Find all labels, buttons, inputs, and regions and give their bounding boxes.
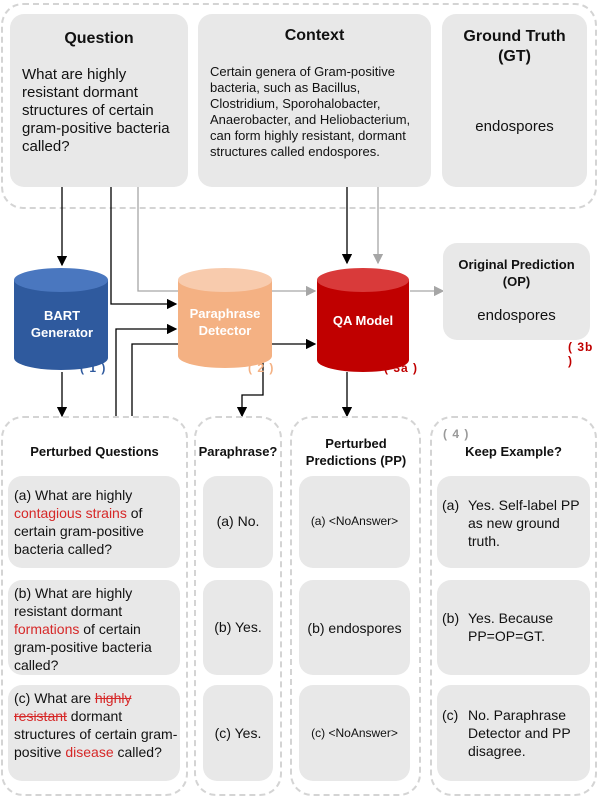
perturbed-predictions-header: Perturbed Predictions (PP) bbox=[305, 436, 407, 468]
keep-a: (a) Yes. Self-label PP as new ground tru… bbox=[437, 476, 590, 568]
keep-c-label: (c) bbox=[442, 707, 459, 723]
question-b-prefix: (b) What are highly resistant dormant bbox=[14, 585, 133, 619]
prediction-b-text: (b) endospores bbox=[307, 620, 402, 636]
perturbed-question-c: (c) What are highly resistant dormant st… bbox=[8, 685, 180, 781]
prediction-a: (a) <NoAnswer> bbox=[299, 476, 410, 568]
question-b-suffix: of certain gram-positive bacteria called… bbox=[14, 621, 152, 673]
keep-b-text: Yes. Because PP=OP=GT. bbox=[468, 610, 554, 644]
question-c-prefix: (c) What are bbox=[14, 690, 95, 706]
ground-truth-box: Ground Truth (GT) endospores bbox=[442, 14, 587, 187]
qa-model-cylinder bbox=[317, 268, 409, 372]
keep-b: (b) Yes. Because PP=OP=GT. bbox=[437, 580, 590, 675]
original-prediction-value: endospores bbox=[477, 307, 556, 324]
prediction-c-text: (c) <NoAnswer> bbox=[311, 726, 398, 740]
op-step-number: ( 3b ) bbox=[568, 340, 594, 368]
prediction-a-text: (a) <NoAnswer> bbox=[310, 514, 399, 528]
keep-c-text: No. Paraphrase Detector and PP disagree. bbox=[468, 707, 571, 759]
question-title: Question bbox=[64, 30, 134, 47]
inputs-group bbox=[1, 3, 597, 209]
paraphrase-b-text: (b) Yes. bbox=[214, 619, 262, 635]
original-prediction-title: Original Prediction (OP) bbox=[458, 257, 575, 289]
perturbed-questions-header: Perturbed Questions bbox=[30, 444, 159, 459]
ground-truth-title: Ground Truth (GT) bbox=[463, 28, 566, 65]
original-prediction-box: Original Prediction (OP) endospores bbox=[443, 243, 590, 340]
prediction-b: (b) endospores bbox=[299, 580, 410, 675]
bart-step-number: ( 1 ) bbox=[80, 361, 107, 375]
paraphrase-detector-label: Paraphrase Detector bbox=[189, 306, 261, 338]
arrow-question-to-paraphrase bbox=[110, 187, 178, 310]
keep-example-group bbox=[430, 416, 597, 796]
keep-c: (c) No. Paraphrase Detector and PP disag… bbox=[437, 685, 590, 781]
question-text: What are highly resistant dormant struct… bbox=[22, 66, 170, 155]
qa-model-label: QA Model bbox=[332, 313, 394, 328]
bart-generator-label: BART Generator bbox=[30, 308, 94, 340]
arrow-perturbed-to-paraphrase bbox=[115, 323, 178, 416]
paraphrase-a-text: (a) No. bbox=[216, 513, 260, 529]
perturbed-question-a: (a) What are highly contagious strains o… bbox=[8, 476, 180, 568]
context-box: Context Certain genera of Gram-positive … bbox=[198, 14, 431, 187]
question-c-struck: highly resistant bbox=[14, 690, 132, 724]
perturbed-question-b: (b) What are highly resistant dormant fo… bbox=[8, 580, 180, 675]
question-a-suffix: of certain gram-positive bacteria called… bbox=[14, 505, 144, 557]
perturbed-predictions-group bbox=[290, 416, 421, 796]
arrow-paraphrase-to-column bbox=[236, 340, 264, 418]
keep-a-label: (a) bbox=[442, 497, 460, 513]
context-title: Context bbox=[284, 27, 345, 44]
paraphrase-b: (b) Yes. bbox=[203, 580, 273, 675]
paraphrase-c: (c) Yes. bbox=[203, 685, 273, 781]
paraphrase-step-number: ( 2 ) bbox=[248, 361, 275, 375]
question-b-highlight: formations bbox=[14, 621, 80, 637]
paraphrase-header: Paraphrase? bbox=[198, 444, 278, 459]
qa-step-number: ( 3a ) bbox=[384, 361, 419, 375]
bart-generator-cylinder bbox=[14, 268, 108, 370]
paraphrase-detector-cylinder bbox=[178, 268, 272, 368]
question-box: Question What are highly resistant dorma… bbox=[10, 14, 188, 187]
keep-b-label: (b) bbox=[442, 610, 460, 626]
question-a-prefix: (a) What are highly bbox=[14, 487, 133, 503]
question-c-highlight: disease bbox=[65, 744, 114, 760]
ground-truth-value: endospores bbox=[475, 118, 554, 135]
keep-example-header: Keep Example? bbox=[465, 444, 562, 459]
keep-a-text: Yes. Self-label PP as new ground truth. bbox=[468, 497, 580, 549]
question-c-middle: dormant structures of certain gram-posit… bbox=[14, 708, 178, 760]
question-c-suffix: called? bbox=[113, 744, 162, 760]
perturbed-questions-group bbox=[1, 416, 188, 796]
context-text: Certain genera of Gram-positive bacteria… bbox=[210, 64, 411, 159]
paraphrase-c-text: (c) Yes. bbox=[214, 725, 262, 741]
paraphrase-group bbox=[194, 416, 282, 796]
paraphrase-a: (a) No. bbox=[203, 476, 273, 568]
keep-step-number: ( 4 ) bbox=[443, 427, 470, 441]
prediction-c: (c) <NoAnswer> bbox=[299, 685, 410, 781]
question-a-highlight: contagious strains bbox=[14, 505, 127, 521]
